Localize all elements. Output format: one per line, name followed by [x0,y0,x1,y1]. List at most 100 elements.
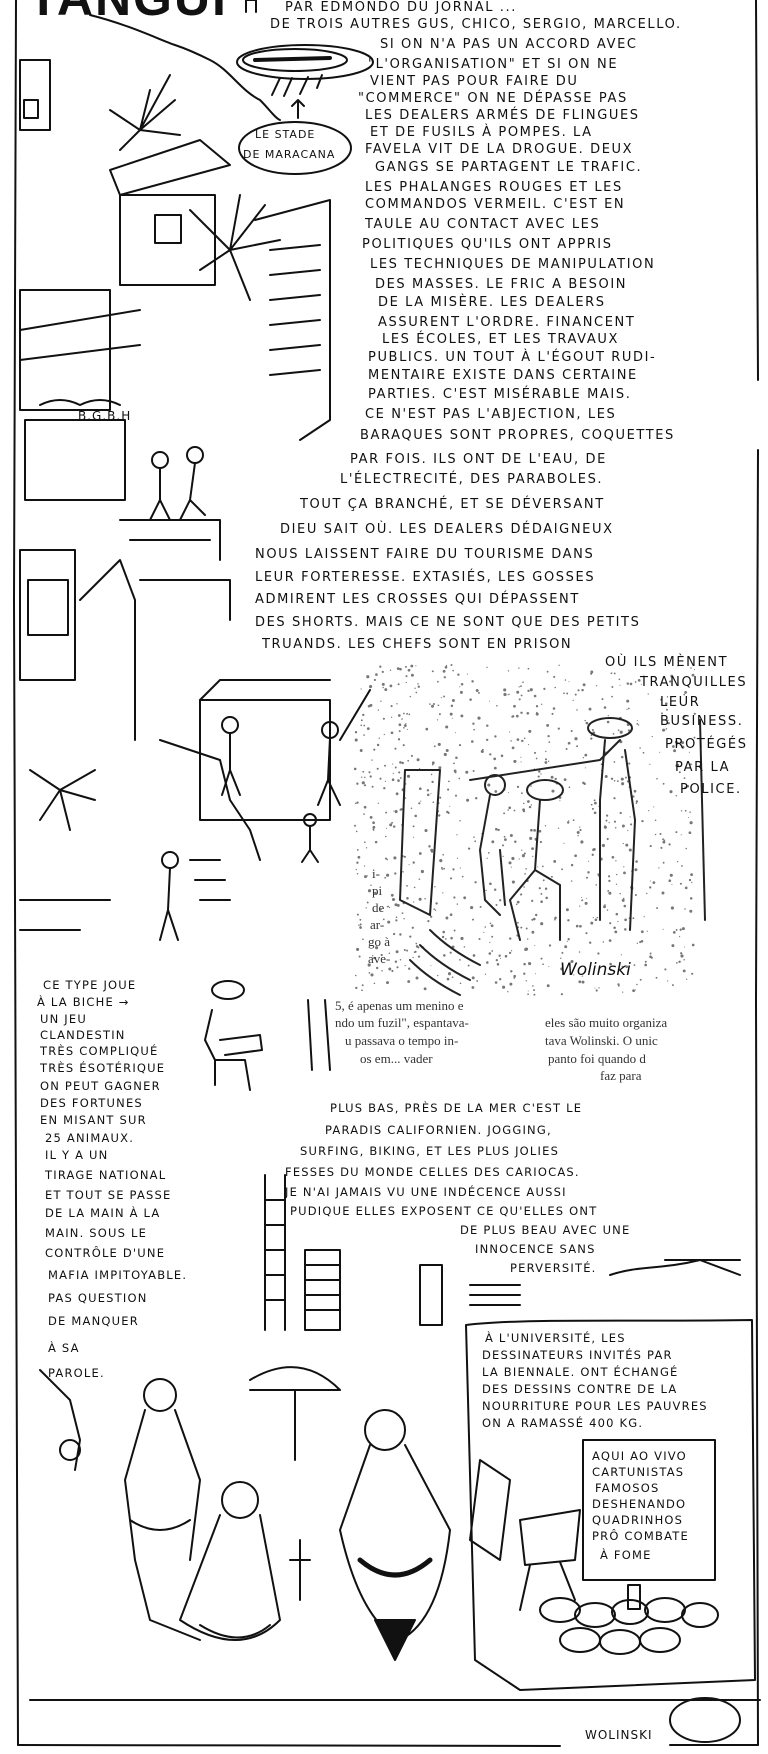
photo-speckle [633,964,636,966]
photo-speckle [523,737,526,740]
main-text-line: L'ÉLECTRECITÉ, DES PARABOLES. [340,472,604,487]
photo-speckle [423,987,427,991]
photo-speckle [624,928,627,931]
photo-speckle [670,674,674,678]
main-text-line: DES SHORTS. MAIS CE NE SONT QUE DES PETI… [255,615,641,630]
bicho-text-line: PAS QUESTION [48,1291,148,1305]
photo-speckle [582,683,586,687]
photo-speckle [494,981,498,984]
photo-speckle [693,712,696,715]
photo-speckle [523,802,525,805]
photo-speckle [442,669,446,673]
bicho-text-line: CONTRÔLE D'UNE [45,1246,166,1260]
photo-speckle [618,967,620,969]
main-text-line: PROTÉGÉS [665,737,748,752]
photo-speckle [660,698,663,701]
photo-speckle [410,673,414,677]
photo-speckle [575,924,579,928]
photo-speckle [499,957,502,960]
photo-speckle [546,984,550,988]
photo-speckle [401,912,404,914]
photo-speckle [524,947,529,951]
photo-speckle [494,790,498,793]
photo-speckle [456,857,459,859]
photo-speckle [583,782,586,786]
photo-speckle [474,840,477,843]
photo-speckle [622,842,624,845]
photo-speckle [503,835,506,838]
photo-speckle [393,856,397,860]
photo-speckle [560,967,564,971]
photo-speckle [534,913,538,917]
photo-speckle [486,738,489,742]
photo-speckle [404,964,406,967]
photo-speckle [459,686,461,688]
photo-speckle [662,861,665,864]
photo-speckle [415,942,418,945]
photo-speckle [439,796,442,799]
photo-speckle [613,761,616,763]
photo-speckle [494,735,497,738]
newspaper-text-line: de [372,900,385,915]
photo-speckle [356,848,359,851]
photo-speckle [452,669,454,672]
photo-speckle [367,963,371,967]
photo-speckle [509,834,513,837]
photo-speckle [637,679,641,682]
photo-speckle [357,855,361,859]
photo-speckle [445,916,449,920]
bicho-text-line: DES FORTUNES [40,1096,143,1110]
photo-speckle [515,714,519,718]
photo-speckle [545,750,547,753]
photo-speckle [675,764,679,767]
photo-speckle [355,830,358,833]
photo-speckle [689,811,691,813]
photo-speckle [513,809,516,812]
main-text-line: PAR LA [675,760,731,775]
photo-speckle [356,947,360,951]
photo-speckle [639,747,641,749]
photo-speckle [466,798,470,802]
main-text-line: POLITIQUES QU'ILS ONT APPRIS [362,237,613,252]
photo-speckle [470,906,474,910]
photo-speckle [473,728,475,731]
photo-speckle [391,778,395,781]
photo-speckle [604,774,608,779]
palm-trees [29,74,281,831]
banner-text-line: QUADRINHOS [592,1513,684,1527]
photo-speckle [502,985,506,989]
photo-speckle [686,978,688,980]
photo-speckle [531,930,535,934]
photo-speckle [572,699,574,702]
photo-speckle [503,812,506,815]
photo-speckle [410,664,414,668]
photo-speckle [508,861,512,865]
photo-speckle [356,872,359,875]
photo-speckle [520,756,522,758]
photo-speckle [362,770,365,773]
photo-speckle [375,966,379,970]
photo-speckle [523,873,526,875]
photo-speckle [438,814,441,817]
photo-speckle [662,928,664,930]
photo-speckle [399,761,402,764]
photo-speckle [375,673,378,676]
photo-speckle [579,826,581,828]
photo-speckle [550,775,554,779]
bicho-text-line: CE TYPE JOUE [43,978,137,992]
banner-text-line: FAMOSOS [595,1481,660,1495]
photo-speckle [368,771,371,774]
photo-speckle [510,970,513,973]
photo-speckle [627,707,630,710]
photo-speckle [455,756,458,759]
photo-speckle [499,978,502,981]
photo-speckle [398,730,401,733]
photo-speckle [570,880,573,882]
photo-speckle [609,962,612,966]
photo-speckle [572,819,575,822]
photo-speckle [581,899,584,902]
photo-speckle [428,845,431,848]
photo-speckle [397,738,401,741]
photo-speckle [491,950,494,952]
photo-speckle [360,688,362,690]
